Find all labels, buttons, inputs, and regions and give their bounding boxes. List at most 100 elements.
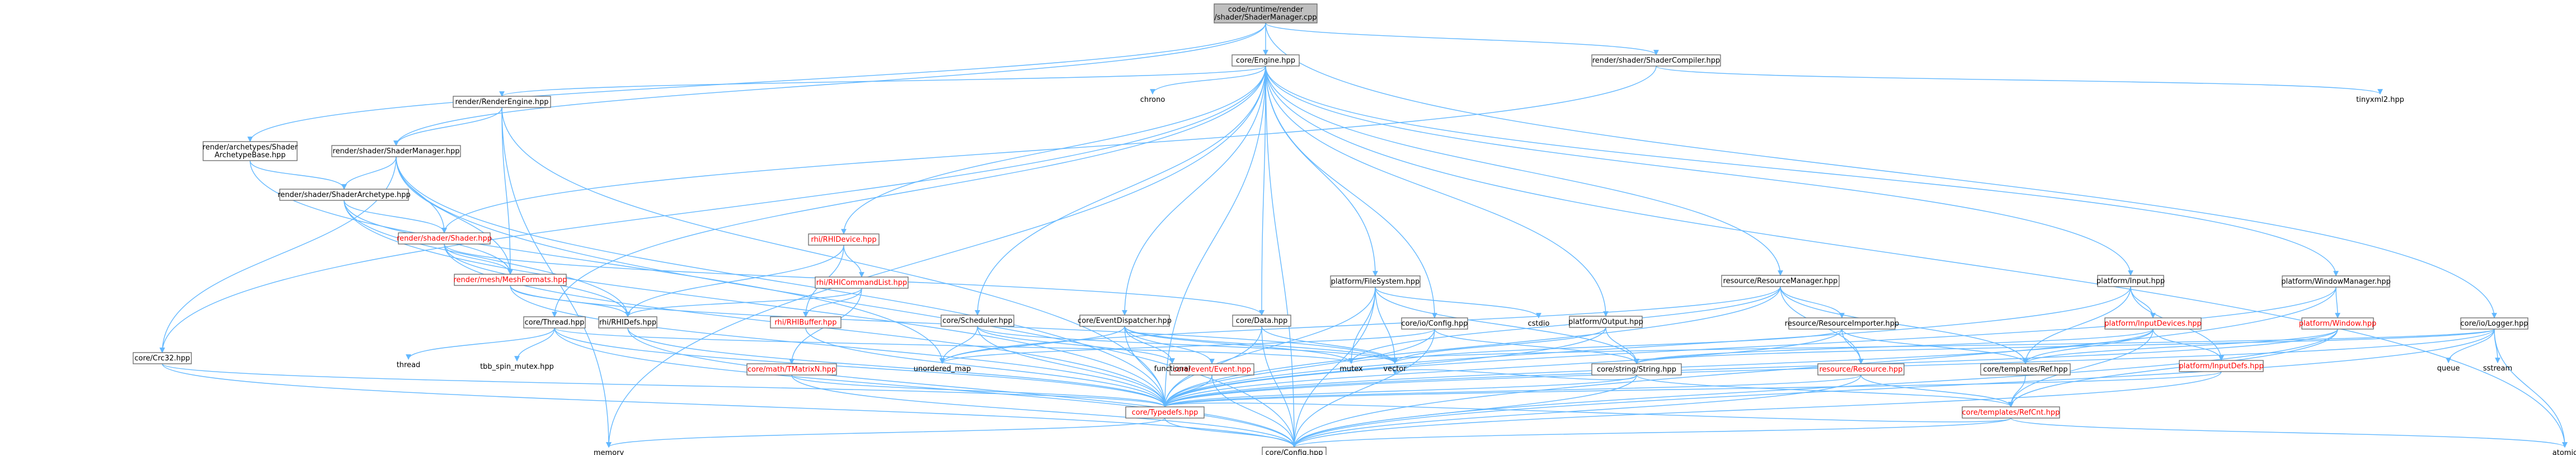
node-output[interactable]: platform/Output.hpp: [1568, 316, 1643, 328]
node-label: resource/Resource.hpp: [1819, 365, 1902, 374]
node-box: [1169, 363, 1254, 376]
node-resource[interactable]: resource/Resource.hpp: [1817, 363, 1905, 376]
edge-logger-to-mutex: [1348, 329, 2495, 364]
edge-config-to-typedefs: [1162, 329, 1435, 407]
edge-engine-to-input: [1265, 65, 2133, 276]
node-thread[interactable]: core/Thread.hpp: [523, 316, 586, 329]
edge-windowmgr-to-typedefs: [1162, 287, 2337, 407]
node-label: core/Data.hpp: [1236, 317, 1287, 325]
edge-archetype-to-typedefs: [344, 200, 1168, 407]
edge-resmgr-to-ref: [1780, 286, 2028, 364]
node-box: [2097, 275, 2164, 287]
node-typedefs[interactable]: core/Typedefs.hpp: [1125, 406, 1205, 419]
node-box: [2301, 317, 2374, 330]
node-filesystem[interactable]: platform/FileSystem.hpp: [1330, 275, 1421, 288]
edge-engine-to-windowmgr: [1265, 65, 2339, 276]
node-box: [1721, 275, 1840, 287]
node-inputdevices[interactable]: platform/InputDevices.hpp: [2104, 317, 2202, 330]
node-archetype[interactable]: render/shader/ShaderArchetype.hpp: [278, 189, 411, 201]
edge-data-to-vector: [1261, 326, 1398, 364]
edge-shadermgr-to-typedefs: [396, 156, 1168, 407]
node-label: ArchetypeBase.hpp: [215, 151, 286, 160]
node-rhibuffer[interactable]: rhi/RHIBuffer.hpp: [770, 316, 842, 329]
node-eventdisp[interactable]: core/EventDispatcher.hpp: [1078, 315, 1172, 327]
node-vector: vector: [1383, 365, 1407, 373]
node-label: platform/WindowManager.hpp: [2281, 278, 2391, 286]
node-crc[interactable]: core/Crc32.hpp: [133, 352, 192, 364]
node-label: resource/ResourceManager.hpp: [1723, 277, 1838, 285]
node-mathmat[interactable]: core/math/TMatrixN.hpp: [746, 363, 837, 376]
edge-window-to-refcnt: [2008, 329, 2338, 407]
edge-shadermgr-to-coreconfig: [396, 156, 1297, 448]
node-meshformats[interactable]: render/mesh/MeshFormats.hpp: [453, 274, 567, 286]
node-rhicmd[interactable]: rhi/RHICommandList.hpp: [815, 276, 909, 289]
edge-engine-to-crc: [159, 65, 1266, 353]
edge-window-to-ref: [2023, 329, 2338, 364]
edge-root-to-shadermgr: [393, 22, 1266, 146]
node-shadermgr[interactable]: render/shader/ShaderManager.hpp: [331, 145, 461, 157]
node-box: [133, 352, 192, 364]
edge-eventdisp-to-functional: [1124, 326, 1175, 364]
edge-resmgr-to-typedefs: [1162, 286, 1781, 407]
edge-thread-to-threadlib: [406, 327, 555, 360]
edge-filesystem-to-coreconfig: [1291, 287, 1376, 448]
node-box: [1401, 317, 1468, 330]
edge-engine-to-atomic: [1265, 65, 2568, 448]
node-sstream: sstream: [2483, 364, 2512, 373]
node-refcnt[interactable]: core/templates/RefCnt.hpp: [1962, 406, 2060, 419]
edge-resource-to-typedefs: [1162, 374, 1862, 407]
node-label: core/Typedefs.hpp: [1132, 409, 1198, 417]
node-box: [398, 232, 491, 245]
edge-resource-to-refcnt: [1860, 374, 2014, 407]
node-scheduler[interactable]: core/Scheduler.hpp: [941, 315, 1014, 327]
node-inputdefs[interactable]: platform/InputDefs.hpp: [2179, 360, 2264, 372]
node-resmgr[interactable]: resource/ResourceManager.hpp: [1721, 275, 1840, 287]
edge-string-to-refcnt: [1636, 374, 2014, 407]
node-ref[interactable]: core/templates/Ref.hpp: [1980, 363, 2071, 376]
edge-eventdisp-to-event: [1124, 326, 1215, 364]
node-label: tbb_spin_mutex.hpp: [480, 363, 554, 371]
node-threadlib: thread: [397, 361, 421, 369]
node-resimp[interactable]: resource/ResourceImporter.hpp: [1785, 317, 1899, 330]
node-queue: queue: [2437, 364, 2460, 373]
node-logger[interactable]: core/io/Logger.hpp: [2460, 317, 2528, 330]
node-window[interactable]: platform/Window.hpp: [2299, 317, 2377, 330]
node-coreconfig[interactable]: core/Config.hpp: [1262, 447, 1327, 455]
node-archebase[interactable]: render/archetypes/ShaderArchetypeBase.hp…: [203, 141, 298, 161]
node-data[interactable]: core/Data.hpp: [1232, 315, 1291, 327]
edge-logger-to-atomic: [2494, 329, 2568, 448]
node-box: [815, 276, 909, 289]
node-input[interactable]: platform/Input.hpp: [2096, 275, 2165, 287]
node-compiler[interactable]: render/shader/ShaderCompiler.hpp: [1591, 54, 1721, 67]
node-label: core/math/TMatrixN.hpp: [748, 365, 836, 374]
node-root[interactable]: code/runtime/render/shader/ShaderManager…: [1214, 3, 1318, 24]
edge-engine-to-thread: [552, 65, 1266, 317]
edge-inputdefs-to-coreconfig: [1291, 371, 2222, 448]
node-box: [746, 363, 837, 376]
node-string[interactable]: core/string/String.hpp: [1591, 363, 1682, 376]
node-label: chrono: [1140, 96, 1165, 104]
node-renderengine[interactable]: render/RenderEngine.hpp: [453, 96, 551, 108]
node-shader[interactable]: render/shader/Shader.hpp: [397, 232, 492, 245]
edge-resimp-to-resource: [1841, 329, 1864, 364]
edge-config-to-coreconfig: [1291, 329, 1435, 448]
edge-thread-to-coreconfig: [554, 327, 1297, 448]
edge-resmgr-to-mutex: [1348, 286, 1781, 364]
edge-resmgr-to-unordered: [939, 286, 1781, 364]
node-config[interactable]: core/io/Config.hpp: [1401, 317, 1468, 330]
node-rhidevice[interactable]: rhi/RHIDevice.hpp: [808, 233, 880, 246]
node-event[interactable]: core/event/Event.hpp: [1169, 363, 1254, 376]
node-label: core/EventDispatcher.hpp: [1078, 317, 1172, 325]
node-windowmgr[interactable]: platform/WindowManager.hpp: [2281, 275, 2391, 288]
edge-engine-to-chrono: [1150, 65, 1266, 95]
edge-archebase-to-archetype: [250, 160, 347, 190]
node-box: [2282, 275, 2390, 288]
edge-filesystem-to-typedefs: [1162, 287, 1376, 407]
node-rhidefs[interactable]: rhi/RHIDefs.hpp: [598, 316, 657, 329]
edge-ref-to-refcnt: [2008, 374, 2026, 407]
edge-logger-to-coreconfig: [1291, 329, 2495, 448]
node-engine[interactable]: core/Engine.hpp: [1231, 54, 1300, 67]
edge-thread-to-typedefs: [554, 327, 1168, 407]
node-box: [1980, 363, 2071, 376]
node-label: sstream: [2483, 364, 2512, 373]
